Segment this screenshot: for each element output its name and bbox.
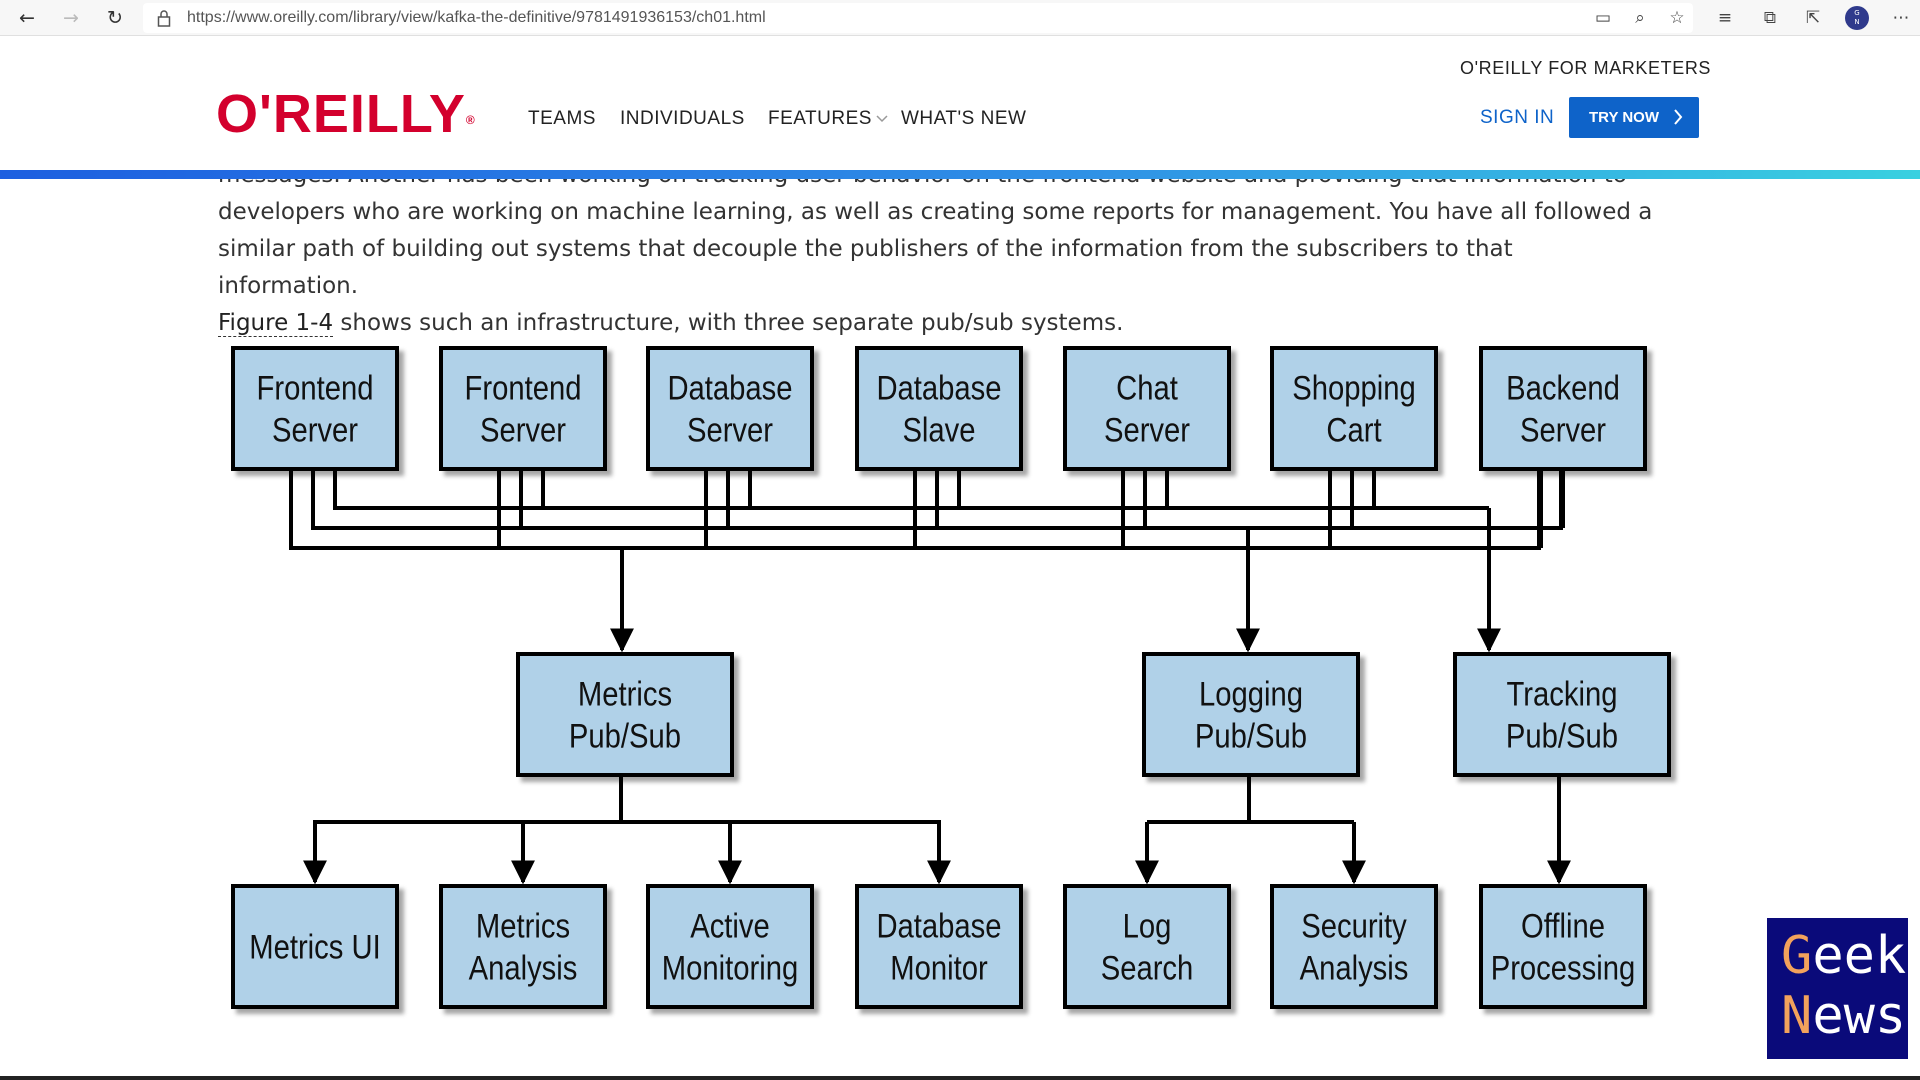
pubsub-box-label: Logging [1199,674,1303,713]
article-content: messages. Another has been working on tr… [0,179,1920,1080]
registered-mark-icon: ® [465,113,476,127]
paragraph-line: developers who are working on machine le… [218,199,1653,225]
sign-in-link[interactable]: SIGN IN [1480,107,1555,128]
oreilly-logo[interactable]: O'REILLY® [216,84,476,144]
producer-box-label: Slave [902,410,975,449]
figure-link[interactable]: Figure 1-4 [218,310,334,337]
producer-box-label: Frontend [257,368,374,407]
diagram-boxes: FrontendServerFrontendServerDatabaseServ… [231,346,1671,1009]
pubsub-box-label: Pub/Sub [1506,716,1618,755]
pubsub-box-label: Metrics [578,674,672,713]
pubsub-box-label: Pub/Sub [569,716,681,755]
tracking-bus [333,469,1489,510]
consumer-box-label: Monitor [890,948,988,987]
pubsub-box-label: Pub/Sub [1195,716,1307,755]
producer-box-label: Database [667,368,792,407]
producer-box-label: Shopping [1292,368,1415,407]
nav-features[interactable]: FEATURES [768,108,888,130]
nav-individuals[interactable]: INDIVIDUALS [620,108,745,129]
forward-icon[interactable]: → [63,7,79,29]
connector-lines [289,469,1571,885]
more-menu-icon[interactable]: ⋯ [1892,8,1910,28]
consumer-box-label: Database [876,906,1001,945]
producer-box-label: Server [1520,410,1606,449]
try-now-button[interactable]: TRY NOW [1569,97,1699,138]
chevron-right-icon [1674,109,1683,125]
consumer-box-label: Metrics UI [249,927,380,966]
site-header: O'REILLY FOR MARKETERS O'REILLY® TEAMS I… [0,36,1920,170]
producer-box-label: Frontend [465,368,582,407]
consumer-box-label: Analysis [469,948,578,987]
consumer-box: Metrics UI [231,884,399,1009]
nav-whats-new[interactable]: WHAT'S NEW [901,108,1027,129]
nav-teams[interactable]: TEAMS [528,108,596,129]
paragraph-line: Figure 1-4 shows such an infrastructure,… [218,310,1124,337]
back-icon[interactable]: ← [19,7,35,29]
producer-box-label: Server [480,410,566,449]
producer-box-label: Chat [1116,368,1178,407]
article-paragraph: messages. Another has been working on tr… [218,179,1658,342]
consumer-box-label: Search [1101,948,1194,987]
consumer-box-label: Analysis [1300,948,1409,987]
consumer-box-label: Monitoring [662,948,798,987]
geek-news-watermark: Geek News [1767,918,1908,1059]
producer-box-label: Server [1104,410,1190,449]
consumer-box-label: Active [690,906,770,945]
favorite-star-icon[interactable]: ☆ [1669,8,1685,28]
chevron-down-icon [876,115,888,123]
consumer-box-label: Processing [1491,948,1636,987]
consumer-box-label: Security [1301,906,1407,945]
refresh-icon[interactable]: ↻ [107,7,123,29]
pubsub-box-label: Tracking [1507,674,1618,713]
url-text[interactable]: https://www.oreilly.com/library/view/kaf… [187,9,766,26]
marketers-link[interactable]: O'REILLY FOR MARKETERS [1460,58,1712,78]
producer-box-label: Backend [1506,368,1620,407]
address-bar[interactable]: https://www.oreilly.com/library/view/kaf… [143,3,1693,33]
logging-out [1147,775,1251,824]
consumer-box-label: Log [1123,906,1172,945]
paragraph-line: messages. Another has been working on tr… [218,179,1658,194]
producer-box-label: Cart [1326,410,1381,449]
producer-box-label: Database [876,368,1001,407]
producer-box-label: Server [272,410,358,449]
producer-box-label: Server [687,410,773,449]
reading-progress-bar [0,170,1920,179]
reader-view-icon[interactable]: ▭ [1594,8,1612,28]
collections-icon[interactable]: ⧉ [1763,8,1777,28]
bottom-edge [0,1076,1920,1080]
metrics-split [313,820,941,882]
browser-toolbar: ← → ↻ https://www.oreilly.com/library/vi… [0,0,1920,36]
consumer-box-label: Metrics [476,906,570,945]
zoom-icon[interactable]: ⌕ [1635,8,1645,28]
paragraph-line: similar path of building out systems tha… [218,236,1513,299]
consumer-box-label: Offline [1521,906,1605,945]
favorites-list-icon[interactable]: ≡ [1717,8,1733,28]
pubsub-diagram: FrontendServerFrontendServerDatabaseServ… [231,346,1671,1009]
share-icon[interactable]: ⇱ [1805,8,1821,28]
lock-icon [157,10,171,27]
